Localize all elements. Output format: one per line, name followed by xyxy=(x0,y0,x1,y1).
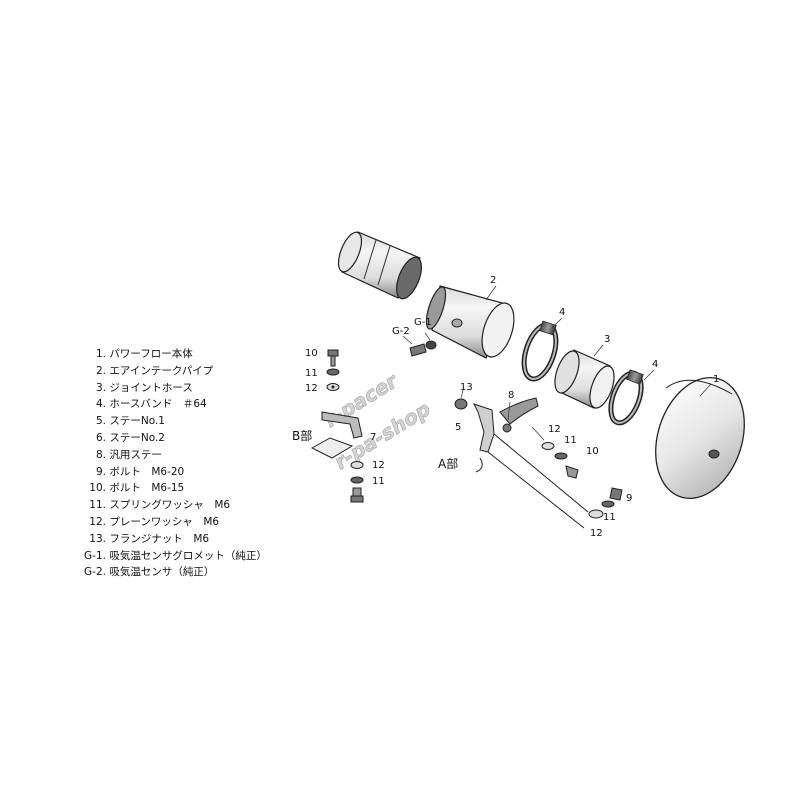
callout-12d: 12 xyxy=(590,528,603,539)
intake-temp-sensor xyxy=(409,340,437,357)
joint-hose xyxy=(554,349,615,409)
callout-5: 5 xyxy=(455,422,461,433)
flange-nut xyxy=(454,398,468,410)
legend-item: 4. ホースバンド ＃64 xyxy=(95,398,207,411)
callout-9: 9 xyxy=(626,493,632,504)
legend-item: 2. エアインテークパイプ xyxy=(95,364,214,377)
callout-2: 2 xyxy=(490,275,496,286)
callout-12c: 12 xyxy=(372,460,385,471)
joint-hose-upper xyxy=(337,231,423,300)
callout-11c: 11 xyxy=(372,476,385,487)
stay-no2 xyxy=(321,411,363,439)
legend-item: 10. ボルト M6-15 xyxy=(89,482,185,495)
callout-1: 1 xyxy=(713,374,719,385)
callout-11a: 11 xyxy=(305,368,318,379)
callouts: 1 2 3 4 4 5 7 8 9 10 10 11 11 11 11 12 1… xyxy=(292,275,719,539)
legend-item: 1. パワーフロー本体 xyxy=(95,348,193,360)
bolt-stack-lower-left xyxy=(350,461,364,503)
callout-8: 8 xyxy=(508,390,514,401)
callout-10b: 10 xyxy=(586,446,599,457)
callout-10a: 10 xyxy=(305,348,318,359)
callout-g1: G-1 xyxy=(414,317,432,328)
detail-a-marker xyxy=(475,457,483,473)
legend-item: 6. ステーNo.2 xyxy=(95,431,165,444)
detail-b-marker xyxy=(310,437,354,459)
hose-band-right xyxy=(608,369,644,426)
bolt-stack-left xyxy=(326,349,340,391)
legend-item: G-2. 吸気温センサ（純正） xyxy=(84,566,215,579)
callout-12b: 12 xyxy=(548,424,561,435)
parts-legend: 1. パワーフロー本体 2. エアインテークパイプ 3. ジョイントホース 4.… xyxy=(70,346,267,581)
stay-no1 xyxy=(473,403,589,529)
legend-item: 13. フランジナット M6 xyxy=(89,532,210,545)
legend-item: 11. スプリングワッシャ M6 xyxy=(89,499,231,512)
bolt-stack-far-right xyxy=(588,487,623,519)
callout-7: 7 xyxy=(370,432,376,443)
callout-g2: G-2 xyxy=(392,326,410,337)
legend-item: 8. 汎用ステー xyxy=(95,448,162,461)
callout-11b: 11 xyxy=(564,435,577,446)
universal-stay xyxy=(499,397,539,433)
hose-band-left xyxy=(521,320,559,382)
bolt-stack-right xyxy=(541,442,579,479)
intake-pipe xyxy=(425,285,515,359)
callout-12a: 12 xyxy=(305,383,318,394)
legend-item: 9. ボルト M6-20 xyxy=(95,465,185,478)
legend-item: 12. プレーンワッシャ M6 xyxy=(89,515,220,528)
legend-item: G-1. 吸気温センサグロメット（純正） xyxy=(84,549,267,562)
detail-a-label: A部 xyxy=(438,456,458,471)
leader-lines xyxy=(402,285,712,441)
callout-11d: 11 xyxy=(603,512,616,523)
callout-3: 3 xyxy=(604,334,610,345)
legend-item: 5. ステーNo.1 xyxy=(95,415,165,428)
power-flow-filter xyxy=(655,376,745,500)
callout-4a: 4 xyxy=(559,307,565,318)
callout-13: 13 xyxy=(460,382,473,393)
callout-4b: 4 xyxy=(652,359,658,370)
legend-item: 3. ジョイントホース xyxy=(95,381,193,394)
detail-b-label: B部 xyxy=(292,428,312,443)
